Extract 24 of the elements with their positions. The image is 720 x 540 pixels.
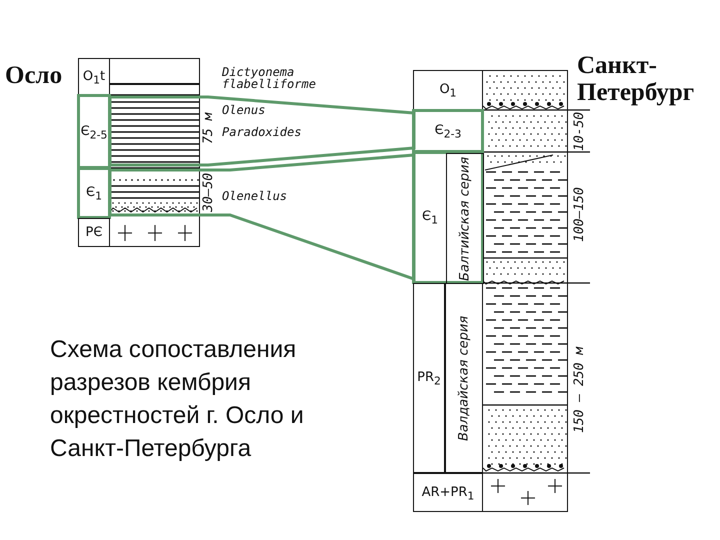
correlation-line <box>108 153 416 282</box>
series-cell: Балтийская серия <box>446 153 484 284</box>
fossil-name: Olenus <box>222 104 266 116</box>
thickness-label: 100–150 <box>574 186 586 244</box>
highlighted-stratum-cell: Є$_{2-5}$ <box>78 95 110 168</box>
column-heading: Санкт-Петербург <box>577 52 696 106</box>
highlighted-stratum-cell: Є$_{2-3}$ <box>413 110 483 152</box>
stratum-cell: PR$_{2}$ <box>413 283 445 473</box>
column-heading: Осло <box>5 62 64 89</box>
fossil-name: Dictyonema flabelliforme <box>222 66 317 90</box>
highlighted-stratum-cell <box>413 152 483 283</box>
caption-text: Схема сопоставления разрезов кембрия окрестностей г. Осло и Санкт-Петербурга <box>50 335 305 464</box>
series-cell: Валдайская серия <box>445 283 483 473</box>
thickness-label: 150 – 250 м <box>574 346 586 436</box>
stratum-cell: PЄ <box>78 218 110 247</box>
stratum-cell: AR+PR$_{1}$ <box>413 473 483 512</box>
thickness-label: 75 м <box>203 111 215 146</box>
stratum-index: Є$_{1}$ <box>421 208 439 226</box>
fossil-name: Olenellus <box>222 190 288 202</box>
thickness-label: 10-50 <box>574 110 586 152</box>
thickness-label: 30–50 <box>203 172 215 214</box>
highlighted-stratum-cell: Є$_{1}$ <box>78 168 110 218</box>
fossil-name: Paradoxides <box>222 126 302 138</box>
correlation-line <box>108 96 416 166</box>
